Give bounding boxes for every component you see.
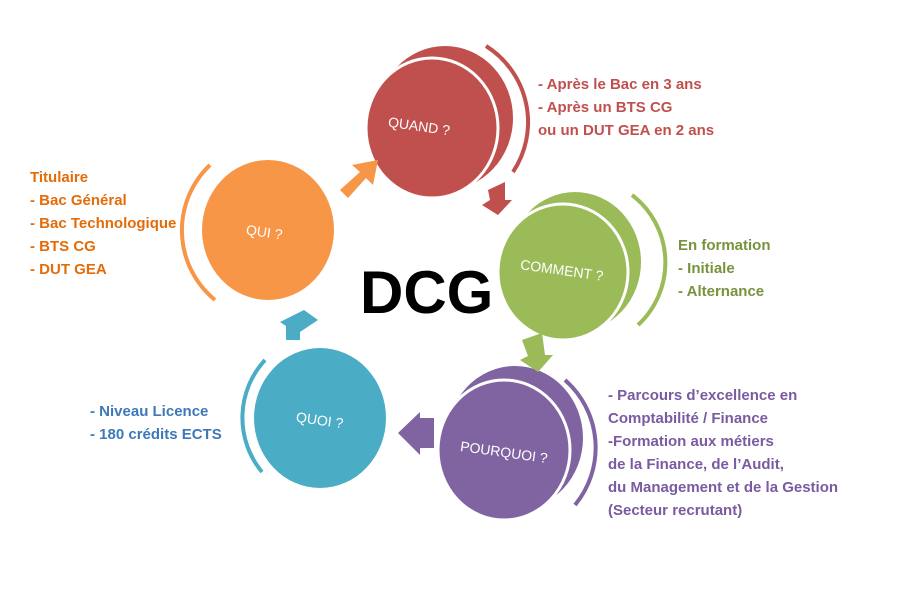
qui-text: Titulaire - Bac Général - Bac Technologi… [30,166,176,281]
qui-node [179,160,334,302]
pourquoi-text: - Parcours d’excellence en Comptabilité … [608,384,838,522]
text-line: - Initiale [678,260,735,277]
quoi-text: - Niveau Licence - 180 crédits ECTS [90,400,222,446]
text-line: Titulaire [30,169,89,186]
arrow-pourquoi-quoi-icon [398,412,434,455]
text-line: - 180 crédits ECTS [90,426,222,443]
text-line: - DUT GEA [30,261,107,278]
quoi-node [240,348,386,488]
quand-text: - Après le Bac en 3 ans - Après un BTS C… [538,73,714,142]
text-line: - Bac Général [30,192,127,209]
comment-node [496,192,668,342]
text-line: - Alternance [678,283,765,300]
text-line: - Parcours d’excellence en [608,387,798,404]
text-line: - BTS CG [30,238,96,255]
text-line: - Après un BTS CG [538,99,673,116]
comment-text: En formation - Initiale - Alternance [678,234,771,303]
quand-node [364,44,531,200]
text-line: - Après le Bac en 3 ans [538,76,702,93]
text-line: du Management et de la Gestion [608,479,839,496]
text-line: En formation [678,237,771,254]
pourquoi-node [436,366,598,522]
diagram-title: DCG [360,259,494,326]
arrow-comment-pourquoi-icon [520,333,553,372]
text-line: de la Finance, de l’Audit, [608,456,784,473]
text-line: -Formation aux métiers [608,433,774,450]
text-line: - Bac Technologique [30,215,177,232]
text-line: ou un DUT GEA en 2 ans [538,122,715,139]
text-line: Comptabilité / Finance [608,410,769,427]
text-line: - Niveau Licence [90,403,209,420]
arrow-quand-comment-icon [482,182,512,215]
text-line: (Secteur recrutant) [608,502,743,519]
arrow-qui-quand-icon [340,160,378,198]
arrow-quoi-qui-icon [280,310,318,340]
